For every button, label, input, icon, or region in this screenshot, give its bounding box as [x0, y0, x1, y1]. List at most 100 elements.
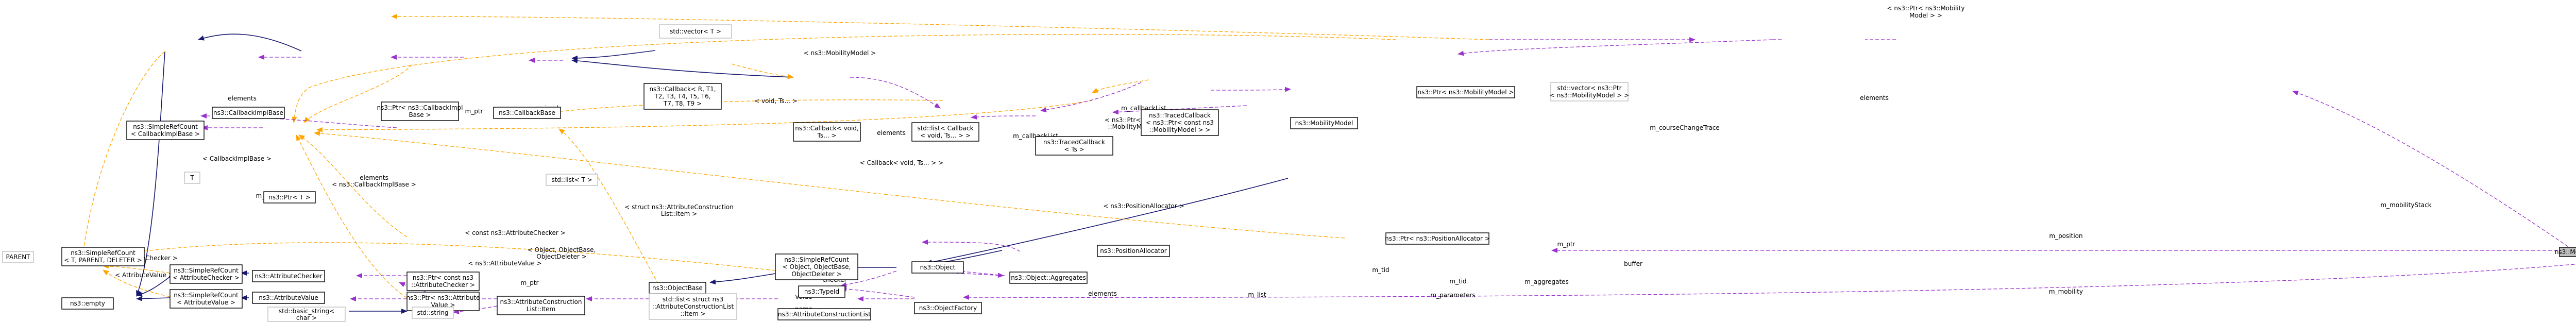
node-ptr-const-checker[interactable]: ns3::Ptr< const ns3 ::AttributeChecker >: [406, 272, 480, 291]
node-std-string[interactable]: std::string: [412, 307, 454, 319]
svg-text:< T, PARENT, DELETER >: < T, PARENT, DELETER >: [64, 257, 142, 264]
node-callback-generic[interactable]: ns3::Callback< R, T1, T2, T3, T4, T5, T6…: [643, 83, 722, 110]
node-ptr-cbimpl[interactable]: ns3::Ptr< ns3::CallbackImpl Base >: [377, 101, 463, 121]
node-object-base[interactable]: ns3::ObjectBase: [649, 282, 706, 294]
svg-text:< void, Ts... > >: < void, Ts... > >: [920, 132, 971, 139]
svg-text:ns3::SimpleRefCount: ns3::SimpleRefCount: [71, 249, 135, 257]
node-object[interactable]: ns3::Object: [911, 261, 964, 274]
svg-text:ns3::empty: ns3::empty: [70, 300, 105, 307]
node-object-aggregates[interactable]: ns3::Object::Aggregates: [1009, 272, 1088, 284]
svg-text:char >: char >: [296, 314, 317, 321]
node-srcount-checker[interactable]: ns3::SimpleRefCount < AttributeChecker >: [170, 264, 243, 284]
svg-text:ns3::AttributeConstructionList: ns3::AttributeConstructionList: [778, 311, 871, 318]
node-srcount-value[interactable]: ns3::SimpleRefCount < AttributeValue >: [170, 289, 243, 309]
svg-text:< AttributeChecker >: < AttributeChecker >: [173, 274, 240, 281]
svg-text:Base >: Base >: [409, 111, 431, 118]
label-attr-value-ptr: < ns3::AttributeValue >: [468, 260, 541, 267]
node-callback-base[interactable]: ns3::CallbackBase: [493, 107, 561, 119]
node-srcount-t[interactable]: ns3::SimpleRefCount < T, PARENT, DELETER…: [61, 247, 145, 266]
node-object-factory[interactable]: ns3::ObjectFactory: [914, 302, 982, 314]
svg-text:ObjectDeleter >: ObjectDeleter >: [791, 270, 841, 278]
edge-ptrt-to-ptrcbimpl: [303, 64, 413, 123]
svg-text:ns3::Callback< R, T1,: ns3::Callback< R, T1,: [649, 86, 716, 93]
node-list-callback[interactable]: std::list< Callback < void, Ts... > >: [911, 122, 979, 142]
svg-text:Ts... >: Ts... >: [817, 132, 837, 139]
label-elements-list-cb: elements: [877, 129, 906, 137]
label-buffer: buffer: [1624, 260, 1642, 267]
svg-text:ns3::SimpleRefCount: ns3::SimpleRefCount: [174, 292, 239, 299]
node-mobility-helper[interactable]: ns3::MobilityHelper: [2555, 247, 2576, 258]
svg-text:ns3::Ptr< const ns3: ns3::Ptr< const ns3: [413, 274, 473, 281]
svg-text:ns3::SimpleRefCount: ns3::SimpleRefCount: [174, 267, 239, 274]
edge-list-to-listcallback: [520, 99, 943, 118]
edge-ptrt-to-ptrposalloc: [314, 130, 1345, 239]
nodes: ns3::MobilityHelper std::vector< T > ns3…: [2, 24, 2576, 322]
node-srcount-cbimpl[interactable]: ns3::SimpleRefCount < CallbackImplBase >: [126, 121, 205, 140]
svg-text:ns3::Ptr< T >: ns3::Ptr< T >: [268, 194, 311, 201]
edge-srcount-checker-to-empty: [136, 276, 171, 297]
node-basic-string[interactable]: std::basic_string< char >: [267, 307, 346, 322]
node-ptr-mobility-model[interactable]: ns3::Ptr< ns3::MobilityModel >: [1416, 86, 1515, 98]
svg-text:std::list< Callback: std::list< Callback: [917, 125, 973, 132]
svg-text:ns3::TracedCallback: ns3::TracedCallback: [1149, 112, 1211, 119]
edge-traced-ts-callbacklist: [971, 114, 1036, 120]
edge-srcount-cb-to-empty: [136, 51, 165, 297]
svg-text:PARENT: PARENT: [6, 253, 31, 261]
svg-text:ns3::ObjectFactory: ns3::ObjectFactory: [919, 304, 977, 312]
svg-text:T: T: [190, 174, 194, 181]
svg-text:::Item >: ::Item >: [680, 310, 705, 317]
label-m-ptr-d: m_ptr: [1557, 241, 1575, 248]
node-callback-impl-base[interactable]: ns3::CallbackImplBase: [212, 107, 285, 119]
node-list-t[interactable]: std::list< T >: [546, 174, 598, 186]
edge-ptrt-to-ptrconstchecker: [298, 134, 408, 238]
node-list-item[interactable]: std::list< struct ns3 ::AttributeConstru…: [649, 293, 737, 320]
svg-text:::AttributeChecker >: ::AttributeChecker >: [411, 281, 475, 289]
label-elements-ptr-a: elements: [360, 174, 388, 181]
edge-traced-callbacklist: [1040, 82, 1142, 113]
label-object-base-deleter-b: ObjectDeleter >: [536, 253, 586, 260]
node-ptr-position-allocator[interactable]: ns3::Ptr< ns3::PositionAllocator >: [1385, 232, 1490, 245]
label-elements-ptr-mm: elements: [1860, 94, 1889, 101]
edge-factory-mtid: [840, 286, 915, 298]
label-const-checker: < const ns3::AttributeChecker >: [465, 229, 565, 236]
edge-traced-ts-to-traced: [1092, 79, 1149, 93]
node-position-allocator[interactable]: ns3::PositionAllocator: [1097, 245, 1170, 257]
node-traced-callback-ts[interactable]: ns3::TracedCallback < Ts >: [1035, 136, 1113, 156]
node-vector-t[interactable]: std::vector< T >: [659, 24, 732, 39]
edge-list-to-listitem: [558, 128, 670, 304]
node-type-id[interactable]: ns3::TypeId: [798, 285, 845, 298]
svg-text:List::Item: List::Item: [527, 306, 555, 313]
node-callback-void[interactable]: ns3::Callback< void, Ts... >: [793, 122, 861, 142]
edge-listcallback-to-cbvoid: [850, 77, 941, 109]
node-t[interactable]: T: [184, 172, 200, 184]
svg-text:std::basic_string<: std::basic_string<: [279, 308, 334, 315]
svg-text:ns3::SimpleRefCount: ns3::SimpleRefCount: [133, 123, 198, 130]
edge-vector-to-vectorptrmm: [391, 13, 1489, 40]
node-traced-callback[interactable]: ns3::TracedCallback < ns3::Ptr< const ns…: [1141, 109, 1219, 136]
svg-text:std::vector< T >: std::vector< T >: [670, 28, 721, 35]
node-attribute-construction-list-item[interactable]: ns3::AttributeConstruction List::Item: [497, 296, 585, 315]
svg-text:ns3::MobilityModel: ns3::MobilityModel: [1295, 120, 1353, 127]
node-attribute-value[interactable]: ns3::AttributeValue: [252, 292, 325, 304]
label-m-mobility: m_mobility: [2049, 288, 2083, 295]
svg-text:ns3::SimpleRefCount: ns3::SimpleRefCount: [784, 256, 849, 263]
node-attribute-checker[interactable]: ns3::AttributeChecker: [252, 270, 325, 282]
svg-text:< ns3::Ptr< const ns3: < ns3::Ptr< const ns3: [1146, 119, 1214, 126]
edge-srcount-t-to-srcount-cb: [80, 51, 165, 257]
node-attribute-construction-list[interactable]: ns3::AttributeConstructionList: [777, 308, 871, 320]
edge-callback-generic-to-void: [731, 63, 794, 79]
node-parent[interactable]: PARENT: [2, 251, 34, 263]
label-object-base-deleter-a: < Object, ObjectBase,: [528, 246, 596, 253]
label-elements-item: elements: [1088, 290, 1117, 297]
node-vector-ptr-mobility-model[interactable]: std::vector< ns3::Ptr < ns3::MobilityMod…: [1550, 82, 1629, 101]
node-srcount-object[interactable]: ns3::SimpleRefCount < Object, ObjectBase…: [775, 253, 858, 280]
svg-text:ns3::Ptr< ns3::CallbackImpl: ns3::Ptr< ns3::CallbackImpl: [377, 104, 463, 111]
node-ptr-t[interactable]: ns3::Ptr< T >: [263, 191, 316, 204]
svg-text:< AttributeValue >: < AttributeValue >: [177, 299, 235, 306]
edge-callbackgeneric-to-callbackbase: [571, 50, 656, 61]
svg-text:ns3::TypeId: ns3::TypeId: [804, 288, 839, 295]
node-mobility-model[interactable]: ns3::MobilityModel: [1290, 117, 1358, 129]
edge-position-mptr: [922, 240, 1021, 252]
node-empty[interactable]: ns3::empty: [61, 297, 114, 310]
